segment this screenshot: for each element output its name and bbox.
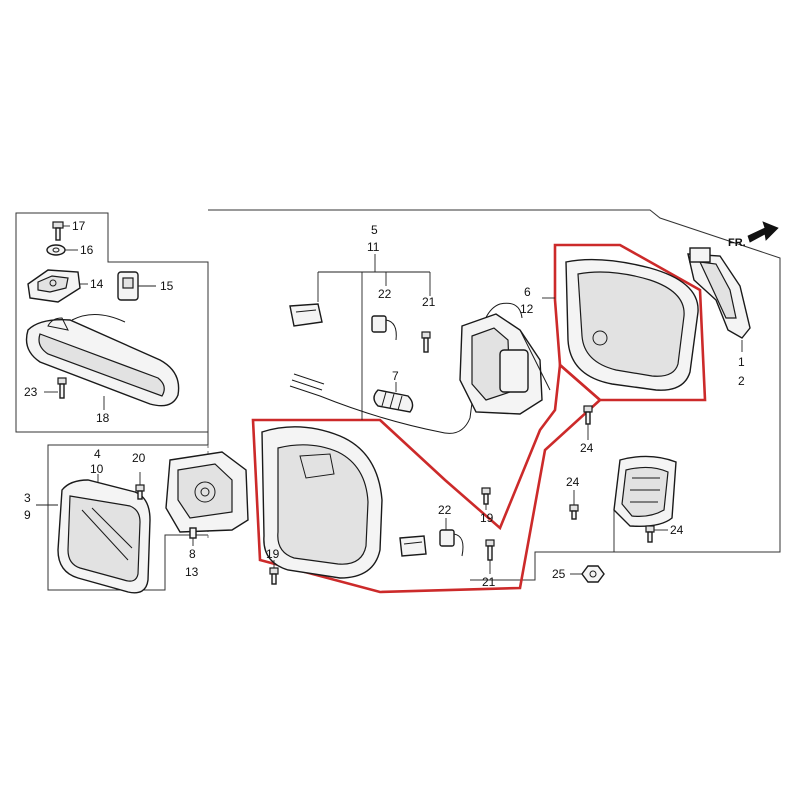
callout-22-upper: 22	[378, 287, 392, 301]
screw-24-c	[645, 525, 655, 543]
callout-1: 1	[738, 355, 745, 369]
callout-8: 8	[189, 547, 196, 561]
callout-3: 3	[24, 491, 31, 505]
clip-22-upper	[371, 315, 397, 341]
connector-upper	[289, 303, 323, 327]
washer-16	[46, 244, 66, 256]
turn-signal-lens	[613, 455, 677, 528]
connector-lower	[399, 535, 427, 557]
screw-23	[57, 377, 67, 399]
clip-15	[117, 271, 139, 301]
mirror-base-6-12	[459, 313, 551, 415]
nut-25	[581, 565, 605, 583]
mirror-glass-4-10	[57, 479, 151, 594]
callout-9: 9	[24, 508, 31, 522]
mirror-housing-lower	[261, 426, 383, 579]
callout-16: 16	[80, 243, 94, 257]
callout-19-lower: 19	[266, 547, 280, 561]
highlight-upper-cover	[553, 243, 707, 402]
callout-15: 15	[160, 279, 174, 293]
screw-24-b	[569, 504, 579, 520]
turn-signal-parts	[569, 455, 677, 583]
screw-21-lower	[485, 539, 495, 561]
highlight-outlines	[251, 243, 707, 594]
callout-10: 10	[90, 462, 104, 476]
callout-6: 6	[524, 285, 531, 299]
door-mirror-assembly-frame	[208, 209, 781, 581]
leader-lines	[36, 225, 743, 575]
mirror-skull-cap	[565, 258, 699, 391]
rearview-mirror-18	[25, 314, 180, 407]
screw-17	[52, 221, 64, 241]
screw-19-mid	[481, 487, 491, 505]
callout-4: 4	[94, 447, 101, 461]
callout-22-lower: 22	[438, 503, 452, 517]
clip-22-lower	[439, 529, 464, 557]
callout-5: 5	[371, 223, 378, 237]
callout-13: 13	[185, 565, 199, 579]
callout-labels: 1 2 3 9 4 10 5 11 6 12 7 8 13 14 15 16 1…	[24, 219, 745, 589]
callout-20: 20	[132, 451, 146, 465]
callout-2: 2	[738, 374, 745, 388]
callout-24-b: 24	[566, 475, 580, 489]
callout-18: 18	[96, 411, 110, 425]
highlight-lower-housing	[251, 362, 602, 594]
grommet-7	[373, 389, 414, 413]
front-direction-indicator: FR.	[728, 221, 779, 249]
rearview-mirror-parts	[25, 221, 180, 407]
callout-12: 12	[520, 302, 534, 316]
mirror-actuator-8-13	[165, 451, 249, 539]
callout-7: 7	[392, 369, 399, 383]
callout-11: 11	[367, 240, 380, 254]
mirror-bracket-1-2	[687, 247, 751, 339]
callout-21-upper: 21	[422, 295, 436, 309]
callout-14: 14	[90, 277, 104, 291]
arrow-right-icon	[747, 221, 779, 243]
callout-19-mid: 19	[480, 511, 494, 525]
rearview-mirror-group-frame	[15, 212, 209, 433]
callout-21-lower: 21	[482, 575, 496, 589]
mirror-glass-parts	[57, 451, 249, 594]
callout-25: 25	[552, 567, 566, 581]
front-direction-label: FR.	[728, 237, 746, 249]
mount-base-14	[27, 269, 81, 303]
mirror-cover-parts	[565, 247, 751, 425]
callout-17: 17	[72, 219, 86, 233]
mirror-base-parts	[289, 302, 551, 434]
callout-24-a: 24	[580, 441, 594, 455]
mirror-housing-parts	[261, 426, 495, 585]
callout-24-c: 24	[670, 523, 684, 537]
screw-21-upper	[421, 331, 431, 353]
screw-19-lower	[269, 567, 279, 585]
callout-23: 23	[24, 385, 38, 399]
